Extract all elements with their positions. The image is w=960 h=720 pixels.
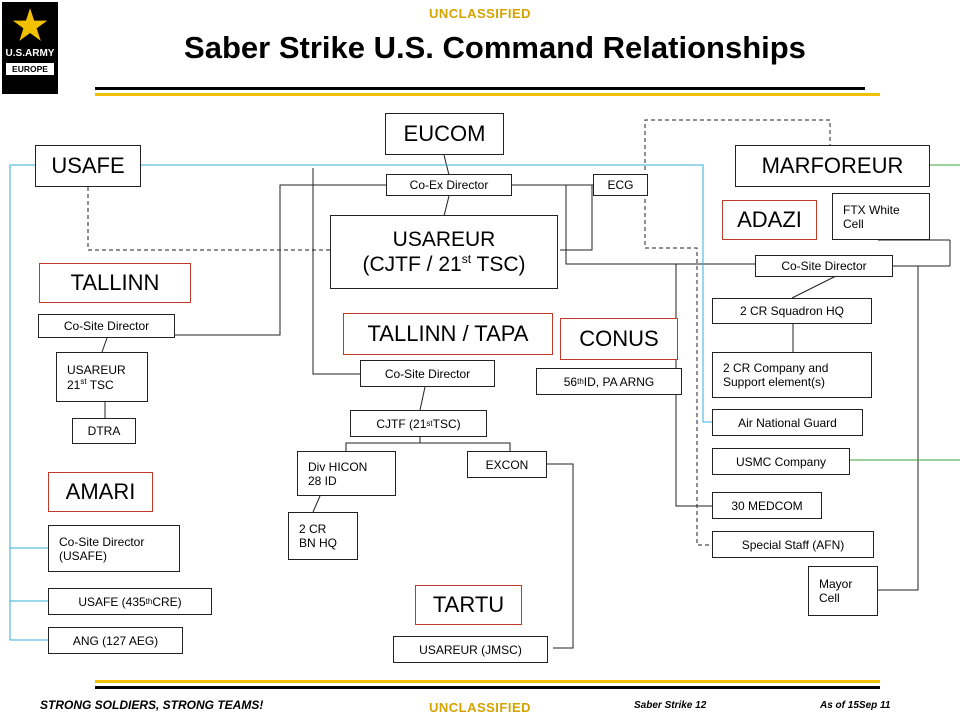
location-tallinn: TALLINN [39, 263, 191, 303]
footer-slogan: STRONG SOLDIERS, STRONG TEAMS! [40, 698, 264, 712]
co-site-director-marforeur-box: Co-Site Director [755, 255, 893, 277]
30-medcom-box: 30 MEDCOM [712, 492, 822, 519]
green-connectors [850, 164, 960, 461]
location-tallinn-tapa: TALLINN / TAPA [343, 313, 553, 355]
mayor-cell-box: Mayor Cell [808, 566, 878, 616]
2cr-company-support-box: 2 CR Company and Support element(s) [712, 352, 872, 398]
usareur-line-2: (CJTF / 21st TSC) [362, 251, 526, 276]
army-star-icon: ★ [12, 4, 48, 48]
footer-rule-black [95, 686, 880, 689]
ftx-white-cell-box: FTX White Cell [832, 193, 930, 240]
usareur-line-1: USAREUR [392, 227, 496, 251]
footer-exercise-name: Saber Strike 12 [634, 700, 707, 711]
classification-bottom: UNCLASSIFIED [428, 700, 532, 715]
marforeur-box: MARFOREUR [735, 145, 930, 187]
location-tartu: TARTU [415, 585, 522, 625]
air-national-guard-box: Air National Guard [712, 409, 863, 436]
eucom-box: EUCOM [385, 113, 504, 155]
usafe-box: USAFE [35, 145, 141, 187]
logo-text-europe: EUROPE [6, 63, 54, 75]
usareur-21tsc-box: USAREUR 21st TSC [56, 352, 148, 402]
location-conus: CONUS [560, 318, 678, 360]
blue-connectors [9, 164, 712, 641]
co-site-director-tapa-box: Co-Site Director [360, 360, 495, 387]
footer-as-of: As of 15Sep 11 [820, 700, 891, 711]
co-ex-director-box: Co-Ex Director [386, 174, 512, 196]
us-army-europe-logo: ★ U.S.ARMY EUROPE [2, 2, 58, 94]
dtra-box: DTRA [72, 418, 136, 444]
div-hicon-box: Div HICON 28 ID [297, 451, 396, 496]
location-adazi: ADAZI [722, 200, 817, 240]
location-amari: AMARI [48, 472, 153, 512]
co-site-director-tallinn-box: Co-Site Director [38, 314, 175, 338]
header-rule-gold [95, 93, 880, 96]
2cr-bn-hq-box: 2 CR BN HQ [288, 512, 358, 560]
usareur-cjtf-box: USAREUR (CJTF / 21st TSC) [330, 215, 558, 289]
page-title: Saber Strike U.S. Command Relationships [184, 30, 806, 65]
dashed-connectors [87, 119, 831, 546]
co-site-director-usafe-box: Co-Site Director (USAFE) [48, 525, 180, 572]
2cr-squadron-hq-box: 2 CR Squadron HQ [712, 298, 872, 324]
logo-text-usarmy: U.S.ARMY [5, 48, 55, 59]
usmc-company-box: USMC Company [712, 448, 850, 475]
footer-rule-gold [95, 680, 880, 683]
special-staff-afn-box: Special Staff (AFN) [712, 531, 874, 558]
classification-top: UNCLASSIFIED [428, 6, 532, 21]
ang-127-aeg-box: ANG (127 AEG) [48, 627, 183, 654]
header-rule-black [95, 87, 865, 90]
ecg-box: ECG [593, 174, 648, 196]
usareur-jmsc-box: USAREUR (JMSC) [393, 636, 548, 663]
excon-box: EXCON [467, 451, 547, 478]
black-connectors [101, 154, 951, 649]
